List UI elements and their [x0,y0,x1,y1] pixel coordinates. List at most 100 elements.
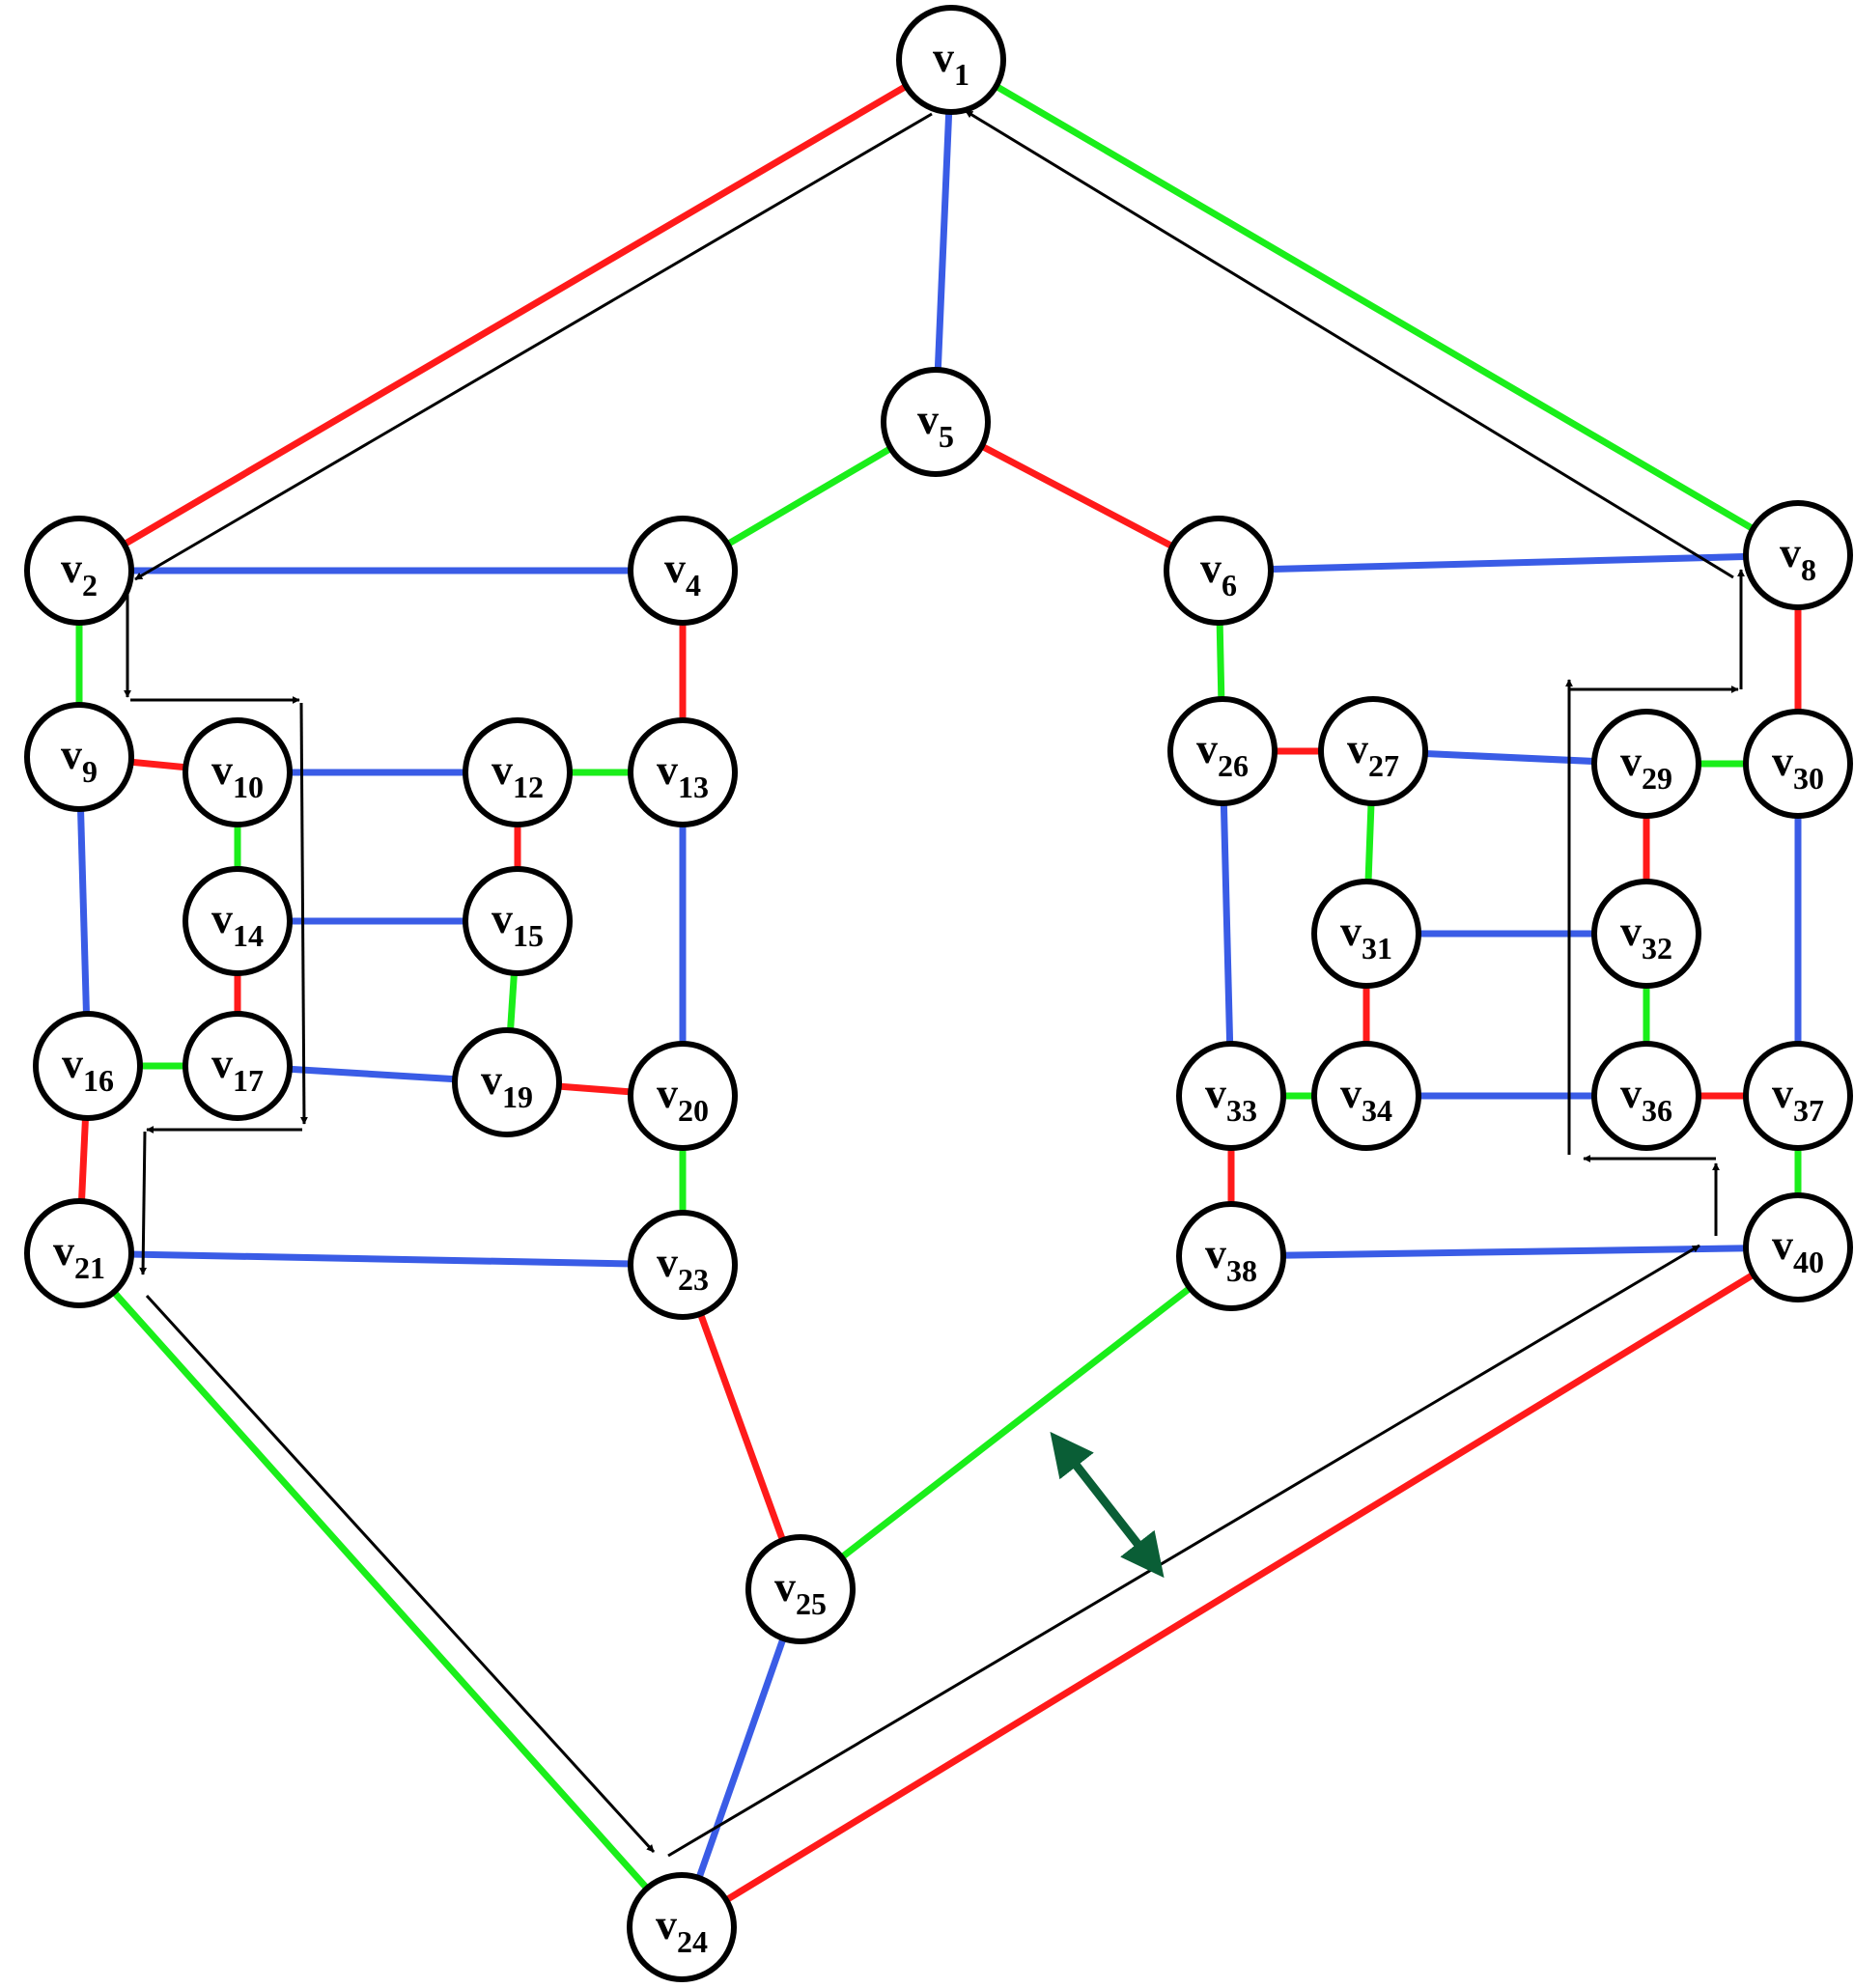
vertex-circle [24,1198,134,1308]
vertex-label-base: v [492,895,513,942]
vertex-label: v2 [61,545,98,602]
double-headed-arrow [1050,1431,1165,1579]
vertex-label-base: v [1620,1070,1642,1117]
arrow-v1-to-v2 [134,112,933,581]
vertex-label-subscript: 1 [954,57,969,92]
vertex-label: v37 [1772,1070,1824,1128]
vertex-label-base: v [1205,1070,1226,1117]
vertex-label-subscript: 21 [74,1250,105,1285]
vertex-label-subscript: 6 [1222,568,1237,602]
vertex-v14: v14 [183,866,293,976]
vertex-circle [745,1534,856,1644]
vertex-circle [1743,1192,1853,1302]
vertex-label-base: v [664,545,686,592]
vertex-label: v4 [664,545,701,602]
vertex-label-base: v [657,1070,678,1117]
vertex-label: v17 [211,1040,264,1098]
vertex-v36: v36 [1591,1041,1701,1151]
vertex-v4: v4 [628,516,738,626]
vertex-label-base: v [933,34,954,81]
vertex-label-base: v [917,396,939,443]
vertex-label-base: v [657,1239,678,1286]
vertex-label-subscript: 23 [678,1262,709,1297]
vertex-label: v30 [1772,738,1824,796]
vertex-label-base: v [1780,529,1801,576]
vertex-label-subscript: 25 [796,1586,827,1621]
vertex-v34: v34 [1311,1041,1421,1151]
vertex-label: v16 [62,1040,114,1098]
vertex-label-subscript: 30 [1793,761,1824,796]
vertex-label-base: v [481,1056,502,1104]
vertex-label-subscript: 31 [1362,931,1392,966]
edge-v1-v2 [77,56,953,574]
vertex-circle [628,516,738,626]
vertex-v20: v20 [628,1041,738,1151]
vertex-label-subscript: 15 [513,918,544,953]
vertex-label: v6 [1200,545,1237,602]
vertex-label-base: v [61,731,82,778]
vertex-circle [463,866,573,976]
vertex-label-subscript: 36 [1642,1093,1672,1128]
vertex-label-subscript: 8 [1801,552,1816,587]
vertex-label-subscript: 9 [82,754,98,789]
vertex-circle [1318,696,1428,806]
vertex-label: v31 [1340,908,1392,966]
vertex-v16: v16 [33,1011,143,1121]
vertex-label: v36 [1620,1070,1672,1128]
vertex-v6: v6 [1164,516,1274,626]
vertex-circle [183,717,293,827]
vertex-circle [1176,1201,1286,1311]
vertex-v21: v21 [24,1198,134,1308]
vertex-label-base: v [62,1040,83,1087]
vertex-label: v12 [492,746,544,804]
vertex-label: v19 [481,1056,533,1114]
vertex-label-base: v [1200,545,1222,592]
vertex-label-subscript: 33 [1226,1093,1257,1128]
vertex-label-base: v [61,545,82,592]
edge-v1-v5 [932,59,955,423]
vertex-v25: v25 [745,1534,856,1644]
vertex-v9: v9 [24,702,134,812]
edge-v21-v23 [78,1249,684,1269]
vertex-label: v23 [657,1239,709,1297]
vertex-circle [628,717,738,827]
vertex-v8: v8 [1743,500,1853,610]
arrow-down-right-column [299,702,308,1125]
vertex-circle [24,516,134,626]
vertex-v2: v2 [24,516,134,626]
vertex-label-base: v [211,895,233,942]
vertex-label: v27 [1347,725,1399,783]
vertex-label: v40 [1772,1221,1824,1279]
vertex-circle [1176,1041,1286,1151]
vertex-label-base: v [211,1040,233,1087]
vertex-label-subscript: 20 [678,1093,709,1128]
vertex-circle [1743,1041,1853,1151]
edges-layer [75,56,1802,1930]
edge-v25-v24 [678,1587,804,1929]
vertex-label-base: v [656,1901,677,1948]
edge-v38-v40 [1230,1244,1799,1260]
vertex-label: v21 [53,1227,105,1285]
vertex-label-base: v [53,1227,74,1274]
edge-v23-v25 [679,1263,804,1591]
vertex-v32: v32 [1591,879,1701,989]
vertex-v10: v10 [183,717,293,827]
vertex-label-base: v [1620,908,1642,955]
arrow-v8-to-v1 [965,109,1734,579]
vertex-label-subscript: 37 [1793,1093,1824,1128]
vertex-circle [183,866,293,976]
vertex-v24: v24 [627,1872,737,1982]
vertex-circle [452,1027,562,1137]
vertex-circle [24,702,134,812]
edge-v21-v24 [76,1250,685,1930]
vertex-label: v29 [1620,738,1672,796]
vertex-circle [1164,516,1274,626]
vertex-label: v14 [211,895,264,953]
vertex-label-base: v [1772,1070,1793,1117]
vertex-label-subscript: 12 [513,770,544,804]
vertex-v31: v31 [1311,879,1421,989]
edge-v24-v40 [680,1245,1800,1930]
vertex-label-subscript: 24 [677,1924,708,1959]
edge-v1-v8 [949,56,1800,559]
